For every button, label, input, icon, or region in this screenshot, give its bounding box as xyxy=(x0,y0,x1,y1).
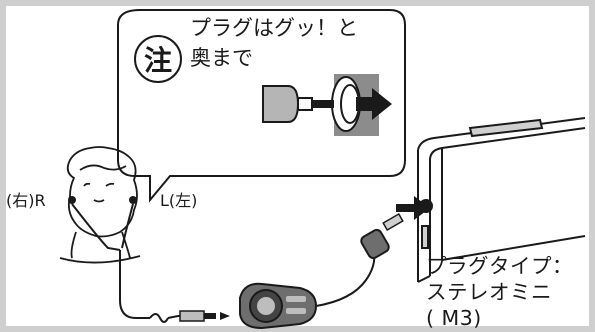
plug-pin xyxy=(312,100,334,108)
jack-illustration xyxy=(262,74,392,136)
plug-type-line-2: ステレオミニ xyxy=(426,280,552,304)
insert-arrow xyxy=(356,88,392,120)
small-arrow xyxy=(220,312,230,320)
shoulder xyxy=(59,255,141,264)
device-jack xyxy=(419,199,433,213)
device-vent xyxy=(468,118,544,138)
device-slot xyxy=(421,225,429,249)
earbud-right xyxy=(68,196,76,204)
device-illustration xyxy=(417,117,586,283)
left-label: L(左) xyxy=(160,191,198,210)
angle-plug xyxy=(360,213,404,260)
left-eye xyxy=(83,182,91,187)
cord-squiggle xyxy=(149,313,169,323)
neck-right xyxy=(121,231,131,259)
earphone-cord xyxy=(71,203,208,323)
note-badge-icon: 注 xyxy=(134,35,182,83)
mini-plug xyxy=(179,310,230,322)
plug-neck xyxy=(297,97,313,111)
note-line-1: プラグはグッ！と xyxy=(190,16,358,40)
right-label: (右)R xyxy=(6,191,46,210)
earbud-left xyxy=(129,196,137,204)
head-outline xyxy=(66,146,138,238)
mouth xyxy=(93,199,105,203)
hair-fringe xyxy=(79,164,127,171)
remote-cord xyxy=(315,251,376,307)
earbuds xyxy=(68,196,137,204)
right-eye xyxy=(105,182,115,187)
neck-left xyxy=(70,231,77,259)
plug-type-line-3: ( M3) xyxy=(426,306,482,330)
callout-box xyxy=(117,9,406,203)
plug-body xyxy=(262,85,300,123)
note-line-2: 奥まで xyxy=(190,46,253,70)
person-illustration xyxy=(59,146,141,264)
plug-type-line-1: プラグタイプ： xyxy=(426,254,573,278)
remote-control xyxy=(239,282,318,330)
